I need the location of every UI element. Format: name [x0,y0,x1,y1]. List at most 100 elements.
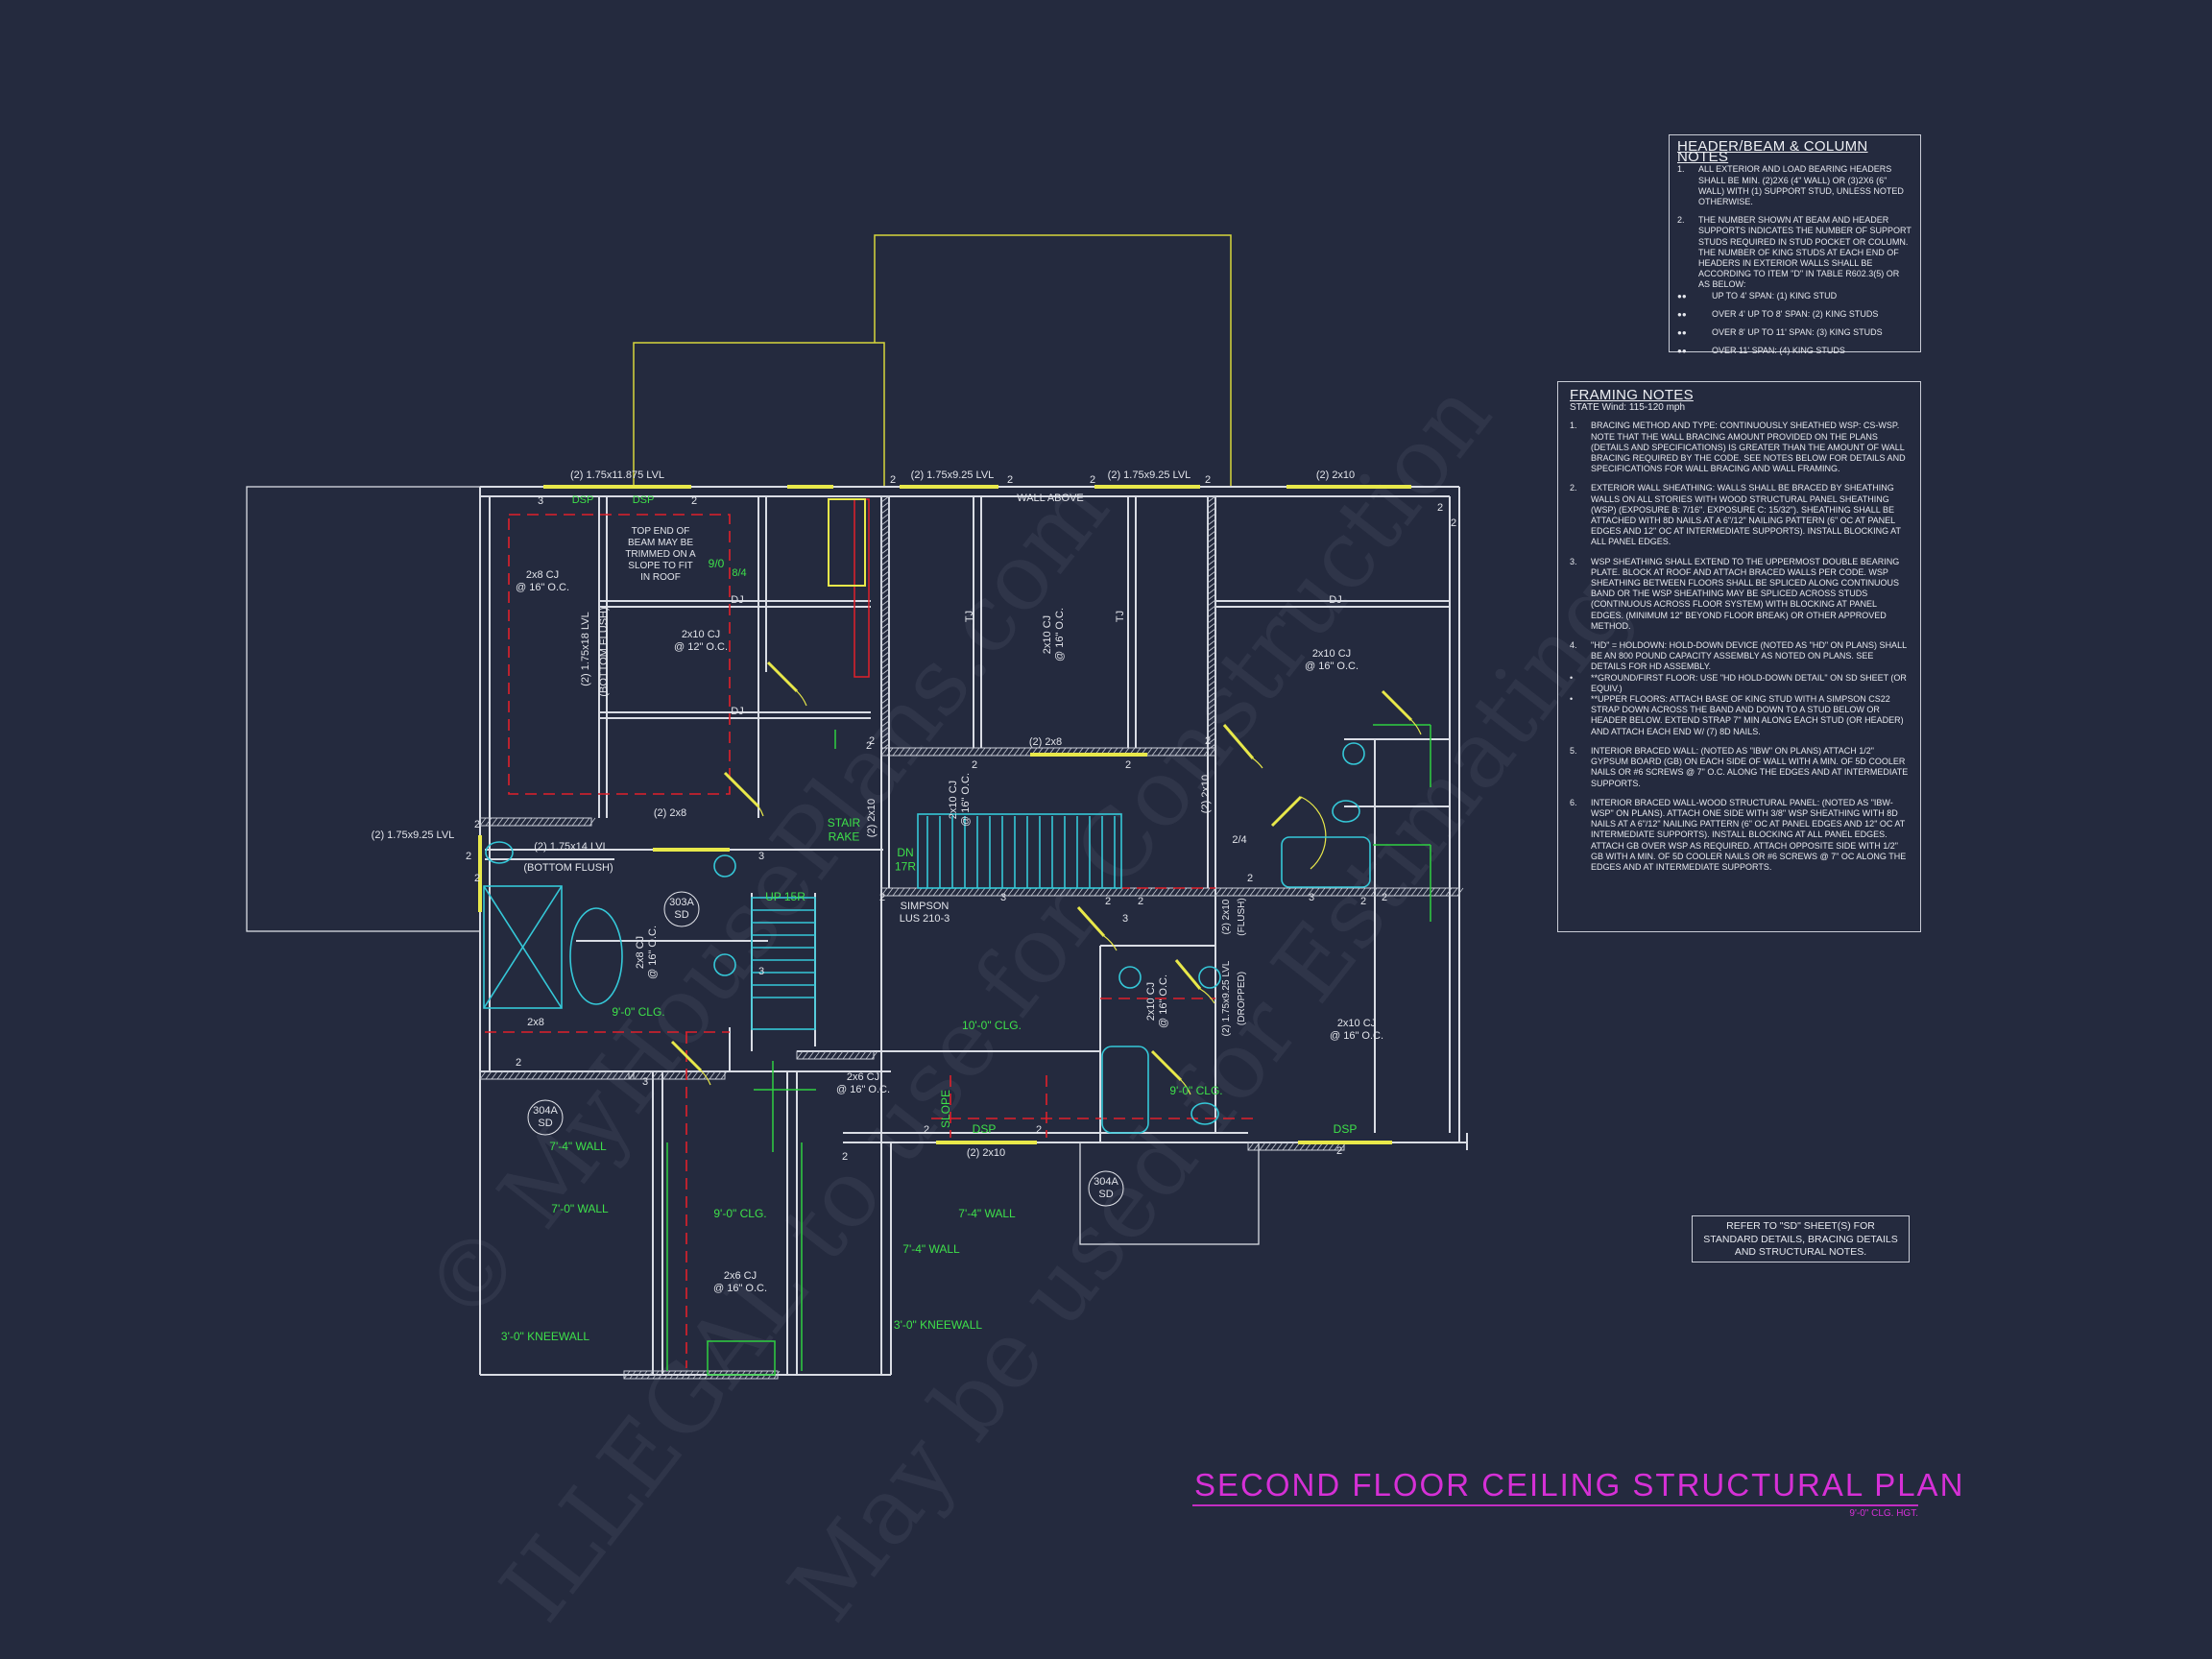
label-line: (2) 1.75x9.25 LVL [911,469,995,481]
hatch-stroke [1209,887,1216,897]
plan-label: (2) 1.75x9.25 LVL [372,830,455,841]
hatch-stroke [978,887,986,897]
hatch-stroke [1134,887,1142,897]
king-stud-rule: ●●OVER 8' UP TO 11' SPAN: (3) KING STUDS [1677,327,1912,338]
hatch-stroke [880,639,890,647]
hatch-stroke [1207,559,1216,566]
support-count: 2 [1360,896,1366,907]
label-line: DN [897,846,913,859]
bathtub-oval [569,907,623,1005]
hatch-stroke [646,1370,654,1380]
hatch-stroke [1122,887,1130,897]
support-count: 2 [1205,735,1211,747]
hatch-stroke [944,747,951,757]
support-count: 2 [474,873,480,884]
plan-label: 2x10 CJ@ 16" O.C. [1330,1018,1383,1042]
support-count: 3 [758,966,764,977]
hatch-stroke [692,1370,700,1380]
hatch-stroke [955,747,963,757]
label-line: 9/0 [709,557,725,570]
hatch-stroke [1207,495,1216,503]
hatch-stroke [880,657,890,664]
hatch-stroke [1261,887,1268,897]
hatched-wall [1207,495,1216,749]
hatch-stroke [1059,887,1067,897]
hatch-stroke [1207,565,1216,572]
hatch-stroke [1207,616,1216,624]
hatch-stroke [1295,887,1303,897]
framing-note-item: 3.WSP SHEATHING SHALL EXTEND TO THE UPPE… [1570,557,1909,632]
hatch-stroke [1207,703,1216,710]
hatch-stroke [978,747,986,757]
hatch-stroke [1207,536,1216,543]
hatch-stroke [1207,697,1216,705]
washer-dryer [828,498,866,587]
framing-note-item: •**UPPER FLOORS: ATTACH BASE OF KING STU… [1570,694,1909,737]
section-marker-circle [1088,1170,1124,1207]
door-swing [1199,988,1215,1004]
hatched-wall [479,817,592,827]
hatch-stroke [944,887,951,897]
hatch-stroke [984,747,992,757]
hatched-walls [479,495,1464,1380]
plan-title: SECOND FLOOR CEILING STRUCTURAL PLAN [1194,1467,1965,1503]
plan-label: 3'-0" KNEEWALL [894,1318,982,1332]
hatch-stroke [720,1070,728,1080]
framing-note-item: 4."HD" = HOLDOWN: HOLD-DOWN DEVICE (NOTE… [1570,640,1909,673]
hatch-stroke [491,1070,498,1080]
hatch-stroke [1186,747,1193,757]
support-count: 2 [1382,892,1387,903]
hatch-stroke [1151,747,1159,757]
label-line: @ 16" O.C. [1330,1030,1383,1042]
sink-basin [1198,966,1221,989]
section-marker-circle [527,1099,564,1136]
hatch-stroke [932,887,940,897]
hatch-stroke [714,1070,722,1080]
hatch-stroke [1207,714,1216,722]
hatch-stroke [662,1070,670,1080]
hatch-stroke [898,747,905,757]
label-line: 2x10 CJ [682,629,720,640]
label-line: (2) 2x10 [1316,469,1355,481]
dashed-red-lines [485,498,1258,1368]
support-count: 2 [1090,474,1095,486]
door-swing [1410,719,1422,735]
support-count: 2 [890,474,896,486]
label-line: @ 16" O.C. [516,582,569,593]
toilet [485,841,514,864]
hatch-stroke [859,1050,867,1060]
hatch-stroke [1207,605,1216,613]
label-line: TJ [964,611,975,622]
plan-label: (2) 1.75x9.25 LVL [1108,469,1191,481]
label-line: 7'-0" WALL [551,1202,609,1215]
plan-label: (2) 1.75x18 LVL [580,612,591,685]
roof-outline [633,342,885,487]
support-count: 3 [758,851,764,862]
hatch-stroke [1019,747,1026,757]
hatch-stroke [1207,576,1216,584]
label-line: (FLUSH) [1237,898,1247,935]
hatch-stroke [880,887,888,897]
hatch-stroke [880,541,890,549]
hatch-stroke [880,518,890,526]
plan-label: DSP [633,494,655,506]
support-count: 3 [642,1076,648,1088]
hatch-stroke [1019,887,1026,897]
plan-label: 7'-4" WALL [902,1242,960,1256]
plan-label: 2x8 CJ@ 16" O.C. [635,926,659,979]
label-line: 8/4 [732,567,746,579]
support-count: 2 [466,851,471,862]
king-stud-rule: ●●OVER 11' SPAN: (4) KING STUDS [1677,346,1912,356]
note-text: **GROUND/FIRST FLOOR: USE "HD HOLD-DOWN … [1591,672,1907,693]
hatch-stroke [1276,1142,1284,1151]
hatch-stroke [623,1070,631,1080]
hatch-stroke [1353,887,1360,897]
label-line: 2x10 CJ [1145,982,1157,1021]
door-swing [700,1070,711,1086]
hatch-stroke [1376,887,1383,897]
hatch-stroke [1030,887,1038,897]
hatch-stroke [554,1070,562,1080]
hatch-stroke [880,634,890,641]
hatch-stroke [1105,887,1113,897]
